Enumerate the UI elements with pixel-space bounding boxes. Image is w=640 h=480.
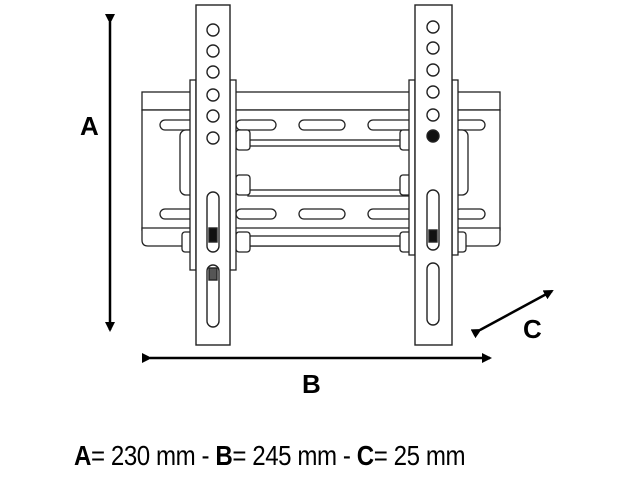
caption-b-value: = 245 mm <box>232 440 337 471</box>
dimension-c-arrow <box>470 289 554 339</box>
caption-a-value: = 230 mm <box>90 440 196 471</box>
dimension-a-label: A <box>80 111 99 141</box>
dimension-c-label: C <box>523 314 542 344</box>
right-bracket <box>414 4 453 346</box>
caption-separator: - <box>195 440 216 471</box>
caption-a-label: A <box>74 440 91 471</box>
caption-c-label: C <box>356 440 374 471</box>
plate-slots <box>159 119 486 220</box>
dimension-arrows <box>105 14 554 363</box>
caption-separator: - <box>336 440 357 471</box>
caption-c-value: = 25 mm <box>373 440 466 471</box>
dimensions-caption: A= 230 mm - B= 245 mm - C= 25 mm <box>74 440 466 472</box>
dimension-b-label: B <box>302 369 321 399</box>
caption-b-label: B <box>215 440 233 471</box>
left-bracket <box>195 4 231 346</box>
